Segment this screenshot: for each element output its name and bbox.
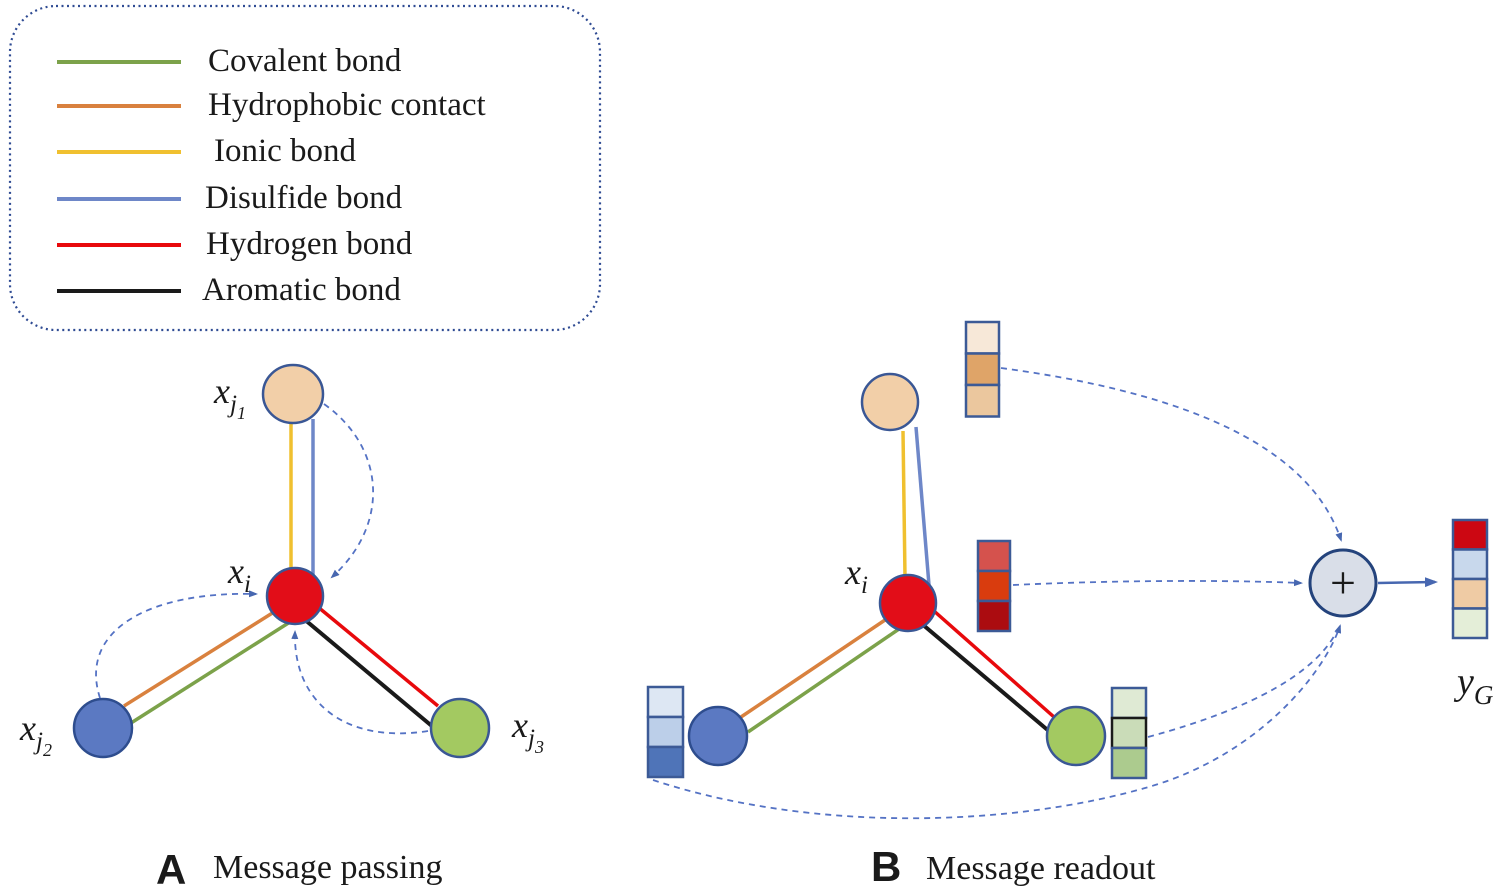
legend-label-covalent: Covalent bond [208, 43, 402, 79]
vector-cell [646, 685, 685, 719]
node-xj1-b [860, 372, 920, 432]
feature-vector-xj3 [1110, 686, 1148, 780]
message-arrow-xj3-to-xi [291, 630, 429, 735]
legend-label-hydrogen: Hydrogen bond [206, 226, 413, 262]
edge-covalent-bond-b [747, 627, 900, 734]
label-xj1-a: xj1 [213, 371, 246, 423]
panel-a-tag: A [156, 846, 186, 892]
label-xi-a: xi [227, 551, 251, 598]
output-vector [1451, 518, 1489, 640]
vector-cell [1110, 716, 1148, 750]
panel-b-caption: Message readout [926, 850, 1156, 887]
vector-cell [1110, 686, 1148, 720]
label-xj3-a: xj3 [511, 705, 544, 757]
panel-b-message-readout: xi + [646, 320, 1493, 890]
output-cell [1451, 548, 1489, 581]
edge-hydrogen-bond-b [932, 609, 1056, 719]
node-xj3-a [429, 697, 491, 759]
legend-border [8, 4, 602, 332]
edge-aromatic-bond-a [302, 617, 435, 729]
vector-cell [976, 539, 1012, 573]
legend: Covalent bond Hydrophobic contact Ionic … [8, 4, 602, 332]
readout-arrow-xi-to-sum [1012, 579, 1303, 587]
label-xi-b: xi [844, 552, 868, 599]
edge-hydrophobic-contact-a [123, 610, 275, 708]
node-xj1-a [261, 363, 325, 425]
output-arrow [1377, 577, 1438, 588]
feature-vector-xi [976, 539, 1012, 633]
readout-arrow-xj1-to-sum [1000, 367, 1343, 542]
vector-cell [964, 320, 1001, 355]
node-xj2-a [72, 697, 134, 759]
panel-b-tag: B [871, 843, 901, 890]
legend-item-disulfide: Disulfide bond [57, 180, 403, 216]
readout-arrow-xj2-to-sum [652, 624, 1342, 820]
legend-label-disulfide: Disulfide bond [205, 180, 403, 216]
legend-item-hydrophobic: Hydrophobic contact [57, 87, 486, 123]
vector-cell [646, 715, 685, 749]
legend-item-ionic: Ionic bond [57, 133, 357, 169]
legend-label-ionic: Ionic bond [214, 133, 357, 169]
vector-cell [964, 383, 1001, 418]
legend-item-covalent: Covalent bond [57, 43, 402, 79]
legend-item-aromatic: Aromatic bond [57, 272, 401, 308]
vector-cell [976, 569, 1012, 603]
label-yg: yG [1453, 661, 1493, 710]
legend-label-hydrophobic: Hydrophobic contact [208, 87, 486, 123]
node-xi-a [265, 566, 325, 626]
legend-label-aromatic: Aromatic bond [202, 272, 401, 308]
label-xj2-a: xj2 [19, 708, 52, 760]
sum-node [1308, 548, 1378, 618]
node-xi-b [878, 573, 938, 633]
panel-a-message-passing: xj1 xi xj2 xj3 A Message passing [19, 363, 544, 892]
vector-cell [646, 745, 685, 779]
edge-disulfide-bond-b [914, 426, 931, 586]
feature-vector-xj2 [646, 685, 685, 779]
edge-ionic-bond-b [901, 430, 907, 578]
edge-hydrogen-bond-a [316, 605, 440, 708]
node-xj3-b [1045, 705, 1107, 767]
output-cell [1451, 607, 1489, 640]
message-arrow-xj2-to-xi [95, 590, 258, 699]
node-xj2-b [687, 705, 749, 767]
edge-hydrophobic-contact-b [740, 616, 889, 719]
vector-cell [1110, 746, 1148, 780]
readout-arrow-xj3-to-sum [1147, 630, 1338, 738]
feature-vector-xj1 [964, 320, 1001, 418]
edge-aromatic-bond-b [920, 622, 1052, 734]
vector-cell [964, 352, 1001, 387]
message-arrow-xj1-to-xi [323, 403, 374, 579]
legend-item-hydrogen: Hydrogen bond [57, 226, 413, 262]
output-cell [1451, 518, 1489, 551]
vector-cell [976, 599, 1012, 633]
plus-symbol: + [1330, 557, 1356, 608]
output-cell [1451, 577, 1489, 610]
panel-a-caption: Message passing [213, 849, 442, 886]
edge-covalent-bond-a [130, 620, 291, 725]
